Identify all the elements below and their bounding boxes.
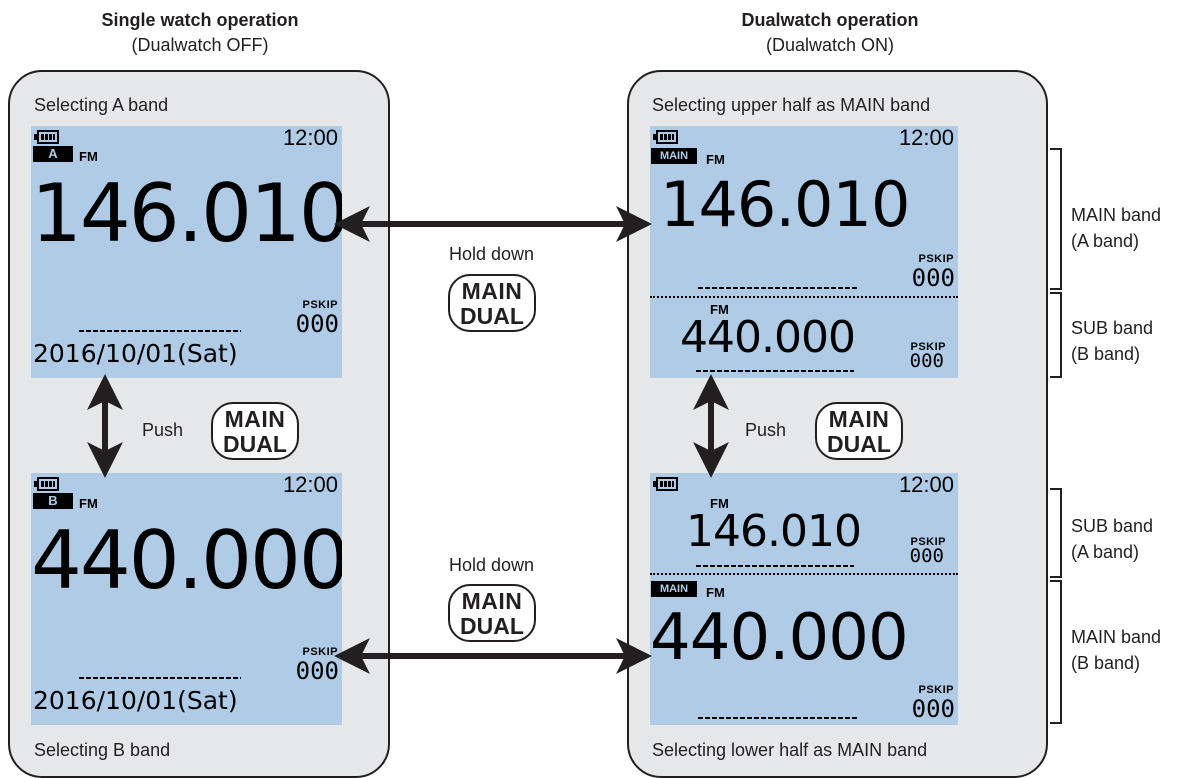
lcd-b-band: 12:00 B FM 440.000 PSKIP 000 2016/10/01(… — [31, 473, 342, 725]
sub-frequency: 440.000 — [680, 312, 856, 363]
hold-down-label-bottom: Hold down — [449, 555, 535, 575]
sub-mode-label: FM — [710, 302, 729, 317]
main-pskip-number: 000 — [911, 695, 955, 723]
sub-pskip-number: 000 — [909, 350, 944, 372]
date-display: 2016/10/01(Sat) — [33, 686, 238, 715]
right-top-caption: Selecting upper half as MAIN band — [652, 95, 931, 115]
main-dual-key: MAIN DUAL — [448, 584, 536, 642]
clock: 12:00 — [282, 126, 338, 150]
frequency-display: 146.010 — [31, 167, 342, 260]
main-a-bracket — [1050, 148, 1062, 290]
sub-pskip-label: PSKIP — [910, 536, 946, 548]
battery-icon — [653, 130, 678, 144]
pskip-label: PSKIP — [302, 646, 338, 658]
pskip-number: 000 — [295, 657, 339, 685]
band-a-badge: A — [33, 146, 73, 162]
key-line-1: MAIN — [461, 278, 523, 304]
lcd-upper-main: 12:00 MAIN FM 146.010 PSKIP 000 FM 440.0… — [650, 126, 958, 378]
sub-b-bracket — [1050, 292, 1062, 378]
mode-label: FM — [79, 496, 98, 511]
battery-icon — [653, 477, 678, 491]
main-dual-key: MAIN DUAL — [448, 274, 536, 332]
bracket-3-line-2: (A band) — [1071, 542, 1140, 562]
main-pskip-number: 000 — [911, 264, 955, 292]
dualwatch-heading: Dualwatch operation — [741, 10, 919, 30]
battery-icon — [34, 477, 59, 491]
clock: 12:00 — [898, 473, 954, 497]
bracket-2-line-1: SUB band — [1071, 318, 1154, 338]
clock: 12:00 — [282, 473, 338, 497]
key-line-2: DUAL — [460, 613, 524, 639]
sub-pskip-label: PSKIP — [910, 341, 946, 353]
lcd-a-band: 12:00 A FM 146.010 PSKIP 000 2016/10/01(… — [31, 126, 342, 378]
key-line-1: MAIN — [461, 588, 523, 614]
left-bottom-caption: Selecting B band — [34, 740, 171, 760]
sub-pskip-number: 000 — [909, 545, 944, 567]
bracket-1-line-2: (A band) — [1071, 231, 1140, 251]
sub-s-meter — [696, 370, 854, 372]
bracket-3-line-1: SUB band — [1071, 516, 1154, 536]
dualwatch-subheading: (Dualwatch ON) — [765, 35, 895, 55]
single-watch-subheading: (Dualwatch OFF) — [131, 35, 269, 55]
left-push-label: Push — [142, 420, 184, 440]
main-pskip-label: PSKIP — [918, 684, 954, 696]
key-line-2: DUAL — [223, 431, 287, 457]
main-s-meter — [698, 287, 858, 289]
band-divider — [650, 573, 958, 575]
pskip-label: PSKIP — [302, 299, 338, 311]
main-badge: MAIN — [651, 581, 697, 597]
hold-down-label-top: Hold down — [449, 244, 535, 264]
key-line-1: MAIN — [224, 406, 286, 432]
band-divider — [650, 296, 958, 298]
main-dual-key: MAIN DUAL — [211, 402, 299, 460]
right-push-label: Push — [745, 420, 787, 440]
right-bottom-caption: Selecting lower half as MAIN band — [652, 740, 928, 760]
bracket-2-line-2: (B band) — [1071, 344, 1141, 364]
main-b-bracket — [1050, 580, 1062, 724]
sub-s-meter — [696, 565, 854, 567]
sub-frequency: 146.010 — [686, 506, 862, 557]
date-display: 2016/10/01(Sat) — [33, 339, 238, 368]
left-top-caption: Selecting A band — [34, 95, 169, 115]
main-dual-key: MAIN DUAL — [815, 402, 903, 460]
frequency-display: 440.000 — [31, 514, 342, 607]
main-frequency: 146.010 — [660, 168, 910, 241]
s-meter — [79, 330, 241, 332]
s-meter — [79, 677, 241, 679]
single-watch-heading: Single watch operation — [101, 10, 299, 30]
battery-icon — [34, 130, 59, 144]
bracket-4-line-2: (B band) — [1071, 653, 1141, 673]
main-pskip-label: PSKIP — [918, 253, 954, 265]
sub-a-bracket — [1050, 488, 1062, 578]
mode-label: FM — [79, 149, 98, 164]
pskip-number: 000 — [295, 310, 339, 338]
key-line-2: DUAL — [827, 431, 891, 457]
main-frequency: 440.000 — [650, 601, 909, 675]
main-s-meter — [698, 717, 858, 719]
bracket-4-line-1: MAIN band — [1071, 627, 1162, 647]
key-line-1: MAIN — [828, 406, 890, 432]
clock: 12:00 — [898, 126, 954, 150]
bracket-1-line-1: MAIN band — [1071, 205, 1162, 225]
main-mode-label: FM — [706, 152, 725, 167]
lcd-lower-main: 12:00 FM 146.010 PSKIP 000 MAIN FM 440.0… — [650, 473, 958, 725]
band-b-badge: B — [33, 493, 73, 509]
key-line-2: DUAL — [460, 303, 524, 329]
main-mode-label: FM — [706, 585, 725, 600]
sub-mode-label: FM — [710, 496, 729, 511]
main-badge: MAIN — [651, 148, 697, 164]
